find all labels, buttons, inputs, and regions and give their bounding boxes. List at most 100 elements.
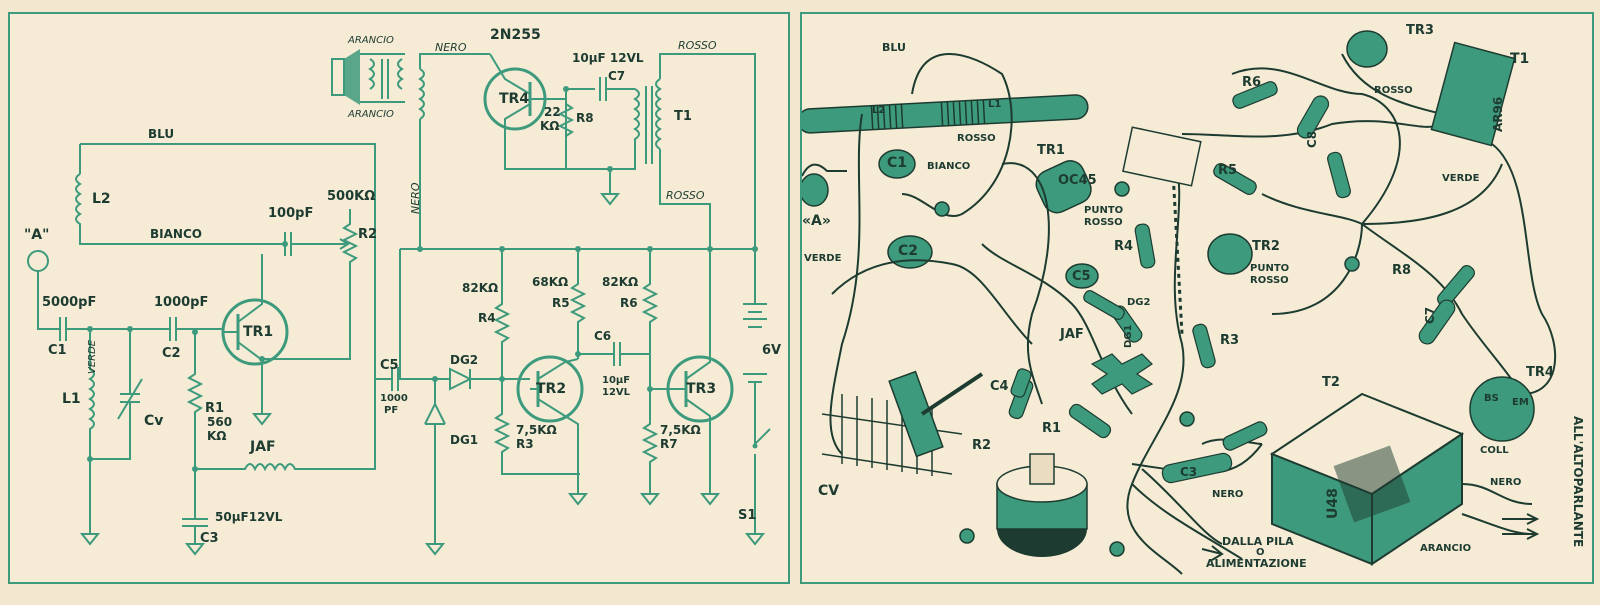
w-label-verde-left: VERDE (804, 253, 842, 264)
w-label-cv: CV (818, 483, 840, 499)
c2-value: 1000pF (154, 295, 209, 310)
w-label-c4: C4 (990, 379, 1009, 394)
wire-label-bianco: BIANCO (150, 227, 202, 241)
c1-label: C1 (48, 343, 67, 358)
s1-label: S1 (738, 508, 757, 523)
w-label-nero-bottom: NERO (1212, 489, 1244, 500)
wire-label-arancio-top: ARANCIO (348, 35, 394, 46)
c6-value-2: 12VL (602, 387, 631, 398)
c6-value-1: 10μF (602, 375, 631, 386)
c5-value-2: PF (384, 405, 399, 416)
w-label-jaf: JAF (1060, 327, 1084, 342)
tr3-label: TR3 (686, 381, 717, 397)
w-label-oc45: OC45 (1058, 173, 1097, 188)
c3-label: C3 (200, 531, 219, 546)
antenna-label: "A" (24, 227, 50, 243)
w-label-nero-t2: NERO (1490, 477, 1522, 488)
w-label-r8: R8 (1392, 263, 1412, 278)
r7-label: R7 (660, 437, 678, 451)
w-label-punto-1: PUNTO (1084, 205, 1124, 216)
w-label-l1: L1 (988, 99, 1002, 110)
w-label-r4: R4 (1114, 239, 1134, 254)
wire-label-nero-side: NERO (409, 182, 422, 214)
w-label-r1: R1 (1042, 421, 1062, 436)
cv-label: Cv (144, 413, 164, 429)
w-label-c2: C2 (898, 243, 919, 259)
wire-label-rosso-mid: ROSSO (666, 189, 705, 202)
r4-value: 82KΩ (462, 281, 499, 295)
r4-label: R4 (478, 311, 496, 325)
tr2-label: TR2 (536, 381, 567, 397)
w-label-rosso: ROSSO (957, 133, 996, 144)
r3-label: R3 (516, 437, 534, 451)
dg1-label: DG1 (450, 433, 479, 447)
w-label-coll: COLL (1480, 445, 1509, 456)
battery-label: 6V (762, 343, 782, 358)
w-label-r3: R3 (1220, 333, 1240, 348)
tr2-symbol (516, 355, 584, 423)
w-label-punto-3: PUNTO (1250, 263, 1290, 274)
wiring-drawing (802, 30, 1557, 575)
w-label-c7: C7 (1423, 306, 1437, 324)
dg2-label: DG2 (450, 353, 479, 367)
c7-label: C7 (608, 69, 626, 83)
c7-value: 10μF 12VL (572, 51, 644, 65)
wire-label-blu: BLU (148, 127, 175, 141)
tr1-label: TR1 (243, 324, 274, 340)
w-label-rosso-t1: ROSSO (1374, 85, 1413, 96)
r2-label: R2 (358, 227, 378, 242)
w-label-tr3: TR3 (1406, 23, 1434, 38)
c2-label: C2 (162, 346, 181, 361)
w-label-alimentazione: ALIMENTAZIONE (1206, 557, 1307, 570)
r1-label: R1 (205, 401, 225, 416)
w-label-punto-2: ROSSO (1084, 217, 1123, 228)
w-label-t2: T2 (1322, 375, 1340, 390)
tr4-label: TR4 (499, 91, 530, 107)
w-label-l2: L2 (872, 105, 886, 116)
r5-label: R5 (552, 296, 570, 310)
r6-label: R6 (620, 296, 638, 310)
w-label-r2: R2 (972, 438, 992, 453)
r8-value-1: 22 (544, 105, 561, 119)
w-label-c1: C1 (887, 155, 908, 171)
r2-value: 500KΩ (327, 189, 376, 204)
w-label-r5: R5 (1218, 163, 1238, 178)
w-label-c5: C5 (1072, 269, 1091, 284)
w-label-tr4: TR4 (1526, 365, 1554, 380)
t1-label: T1 (674, 109, 692, 124)
schematic-panel: BLU BIANCO VERDE NERO NERO ROSSO ROSSO A… (8, 12, 790, 584)
w-label-dg2: DG2 (1127, 297, 1151, 308)
w-label-em: EM (1512, 397, 1529, 408)
speaker-icon (331, 58, 345, 96)
r8-label: R8 (576, 111, 594, 125)
w-label-verde-right: VERDE (1442, 173, 1480, 184)
r8-value-2: KΩ (540, 119, 560, 133)
c5-value-1: 1000 (380, 393, 408, 404)
w-label-c3: C3 (1180, 465, 1198, 479)
w-label-r6: R6 (1242, 75, 1262, 90)
c1-value: 5000pF (42, 295, 97, 310)
jaf-label: JAF (250, 439, 276, 455)
w-label-dalla-pila: DALLA PILA (1222, 535, 1294, 548)
w-label-bianco: BIANCO (927, 161, 971, 172)
c3-value: 50μF12VL (215, 510, 283, 524)
w-label-u48: U48 (1325, 488, 1341, 519)
w-label-t1: T1 (1510, 51, 1530, 67)
c5-label: C5 (380, 358, 399, 373)
w-label-antenna: «A» (802, 213, 831, 229)
r3-value: 7,5KΩ (516, 423, 557, 437)
l2-label: L2 (92, 191, 111, 207)
wire-label-arancio-bottom: ARANCIO (348, 109, 394, 120)
schematic-drawing (27, 49, 771, 556)
wiring-panel: BLU ROSSO BIANCO TR1 OC45 PUNTO ROSSO «A… (800, 12, 1594, 584)
wire-label-verde: VERDE (87, 339, 98, 374)
w-label-blu: BLU (882, 41, 906, 54)
l1-label: L1 (62, 391, 81, 407)
r1-value-2: KΩ (207, 429, 227, 443)
w-label-punto-4: ROSSO (1250, 275, 1289, 286)
r5-value: 68KΩ (532, 275, 569, 289)
w-label-arancio: ARANCIO (1420, 543, 1472, 554)
c6-label: C6 (594, 329, 612, 343)
w-label-tr1: TR1 (1037, 143, 1065, 158)
wire-label-rosso-top: ROSSO (678, 39, 717, 52)
